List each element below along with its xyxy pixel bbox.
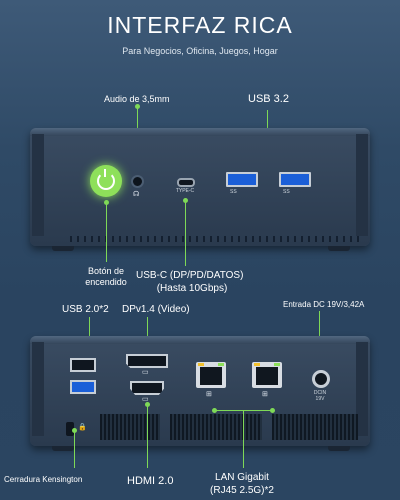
rear-device-lid [30,336,370,344]
power-leader-line [106,202,107,262]
usb20-leader-line [89,317,90,353]
lan1-led-left [198,363,204,366]
lan2-led-right [274,363,280,366]
lan-label-1: LAN Gigabit [215,472,269,483]
power-icon [97,169,115,190]
front-side-left [32,134,44,236]
audio-label: Audio de 3,5mm [104,94,170,104]
kensington-leader-dot [72,428,77,433]
lan-port-2 [252,362,282,388]
rear-side-left [32,342,44,436]
usb20-port-2 [70,380,96,394]
page-title: INTERFAZ RICA [107,12,293,38]
hdmi-icon: ▭ [142,396,149,403]
dc-in-port [312,370,330,388]
dcin-tag-1: DCIN [313,390,327,396]
usb32-port-2 [279,172,311,187]
page-subtitle: Para Negocios, Oficina, Juegos, Hogar [122,46,278,56]
power-label-1: Botón de [87,266,125,276]
dp-label: DPv1.4 (Video) [122,304,190,315]
usbc-leader-dot [183,198,188,203]
lan2-socket [256,367,278,385]
audio-jack [131,175,144,188]
usb32-tag-1: SS [230,189,237,195]
usb32-tag-2: SS [283,189,290,195]
rear-foot-right [328,446,350,451]
lan-label-2: (RJ45 2.5G)*2 [210,485,274,496]
dp-leader-line [147,317,148,351]
lan-port-1 [196,362,226,388]
rear-grille-3 [272,414,358,440]
rear-foot-left [52,446,74,451]
audio-leader-dot [135,104,140,109]
dp-icon: ▭ [142,369,149,376]
rear-device: ▭ ▭ ⊞ ⊞ DCIN 19V 🔒 [30,336,370,446]
lan1-led-right [218,363,224,366]
network-icon: ⊞ [206,391,212,398]
usb20-label: USB 2.0*2 [62,304,109,315]
power-button[interactable] [90,165,122,197]
lan-dot-right [270,408,275,413]
headphone-icon: ☊ [133,191,140,198]
front-device: ☊ TYPE-C SS SS [30,128,370,246]
lan2-led-left [254,363,260,366]
displayport-port [126,354,168,368]
hdmi-port [130,381,164,395]
rear-side-right [356,342,368,436]
usbc-leader-line [185,200,186,266]
lan1-socket [200,367,222,385]
kensington-leader-line [74,430,75,468]
hdmi-leader-line [147,404,148,468]
front-foot-right [328,246,350,251]
lan-leader-stem [243,410,244,468]
front-device-lid [30,128,370,136]
usb20-port-1 [70,358,96,372]
dcin-tag-2: 19V [315,396,325,402]
usb32-port-1 [226,172,258,187]
typec-tag: TYPE-C [175,188,195,194]
rear-grille-2 [170,414,262,440]
front-foot-left [52,246,74,251]
lock-icon: 🔒 [78,424,87,431]
hdmi-label: HDMI 2.0 [127,475,174,487]
usbc-label-2: (Hasta 10Gbps) [156,283,228,294]
hdmi-leader-dot [145,402,150,407]
lan-dot-left [212,408,217,413]
power-leader-dot [104,200,109,205]
kensington-slot [66,422,74,436]
usb32-label: USB 3.2 [248,93,289,105]
front-vents [70,236,359,242]
kensington-label: Cerradura Kensington [4,475,83,484]
usbc-label-1: USB-C (DP/PD/DATOS) [136,270,244,281]
power-label-2: encendido [85,277,127,287]
usbc-port [177,178,195,187]
network-icon: ⊞ [262,391,268,398]
front-side-right [356,134,368,236]
rear-grille-1 [100,414,160,440]
dc-label: Entrada DC 19V/3,42A [283,300,365,309]
